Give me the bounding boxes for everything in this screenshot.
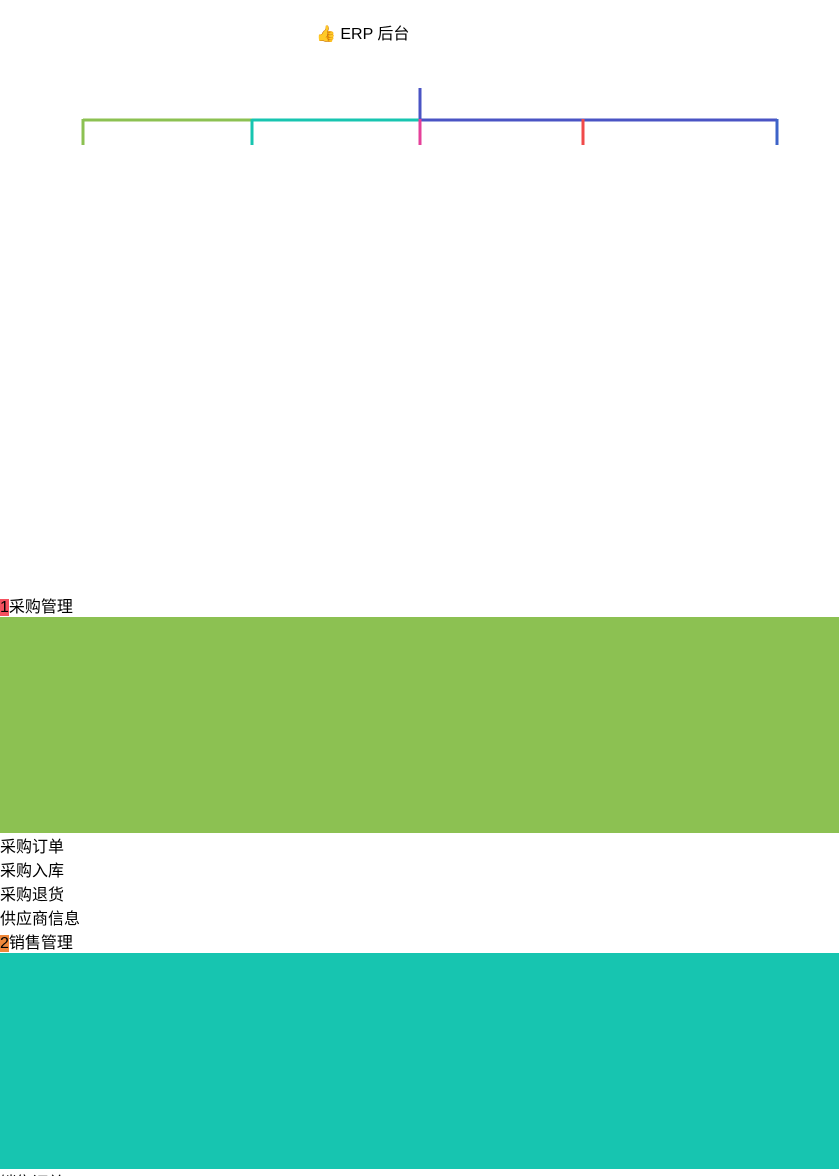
branch-badge-1: 1 — [0, 599, 9, 616]
leaf-label: 供应商信息 — [0, 911, 81, 928]
branch-column-2: 2销售管理销售订单销售出库销售退货客户信息 — [0, 929, 839, 1176]
branch-leaf-list-2: 销售订单销售出库销售退货客户信息 — [0, 953, 839, 1176]
leaf-node[interactable]: 供应商信息 — [0, 905, 839, 929]
root-node[interactable]: 👍 ERP 后台 — [316, 20, 524, 88]
root-title: ERP 后台 — [340, 26, 410, 43]
branch-label-1: 采购管理 — [8, 599, 73, 616]
branch-spine-2 — [0, 953, 839, 1169]
branch-header-1[interactable]: 1采购管理 — [0, 593, 839, 617]
branch-label-2: 销售管理 — [8, 935, 73, 952]
leaf-label: 采购订单 — [0, 839, 65, 856]
leaf-node[interactable]: 销售订单 — [0, 1169, 839, 1176]
mindmap-canvas: 👍 ERP 后台 1采购管理采购订单采购入库采购退货供应商信息2销售管理销售订单… — [0, 20, 839, 1176]
branch-badge-2: 2 — [0, 935, 9, 952]
leaf-label: 采购退货 — [0, 887, 65, 904]
leaf-node[interactable]: 采购退货 — [0, 881, 839, 905]
leaf-label: 销售订单 — [0, 1175, 64, 1176]
branch-spine-1 — [0, 617, 839, 833]
branch-header-2[interactable]: 2销售管理 — [0, 929, 839, 953]
branch-column-1: 1采购管理采购订单采购入库采购退货供应商信息 — [0, 593, 839, 929]
leaf-label: 采购入库 — [0, 863, 65, 880]
root-node-content: 👍 ERP 后台 — [316, 20, 524, 44]
branch-columns: 1采购管理采购订单采购入库采购退货供应商信息2销售管理销售订单销售出库销售退货客… — [0, 593, 839, 1176]
thumbs-up-icon: 👍 — [316, 26, 336, 43]
leaf-node[interactable]: 采购入库 — [0, 857, 839, 881]
leaf-node[interactable]: 采购订单 — [0, 833, 839, 857]
connector-lines — [81, 88, 779, 145]
branch-leaf-list-1: 采购订单采购入库采购退货供应商信息 — [0, 617, 839, 929]
